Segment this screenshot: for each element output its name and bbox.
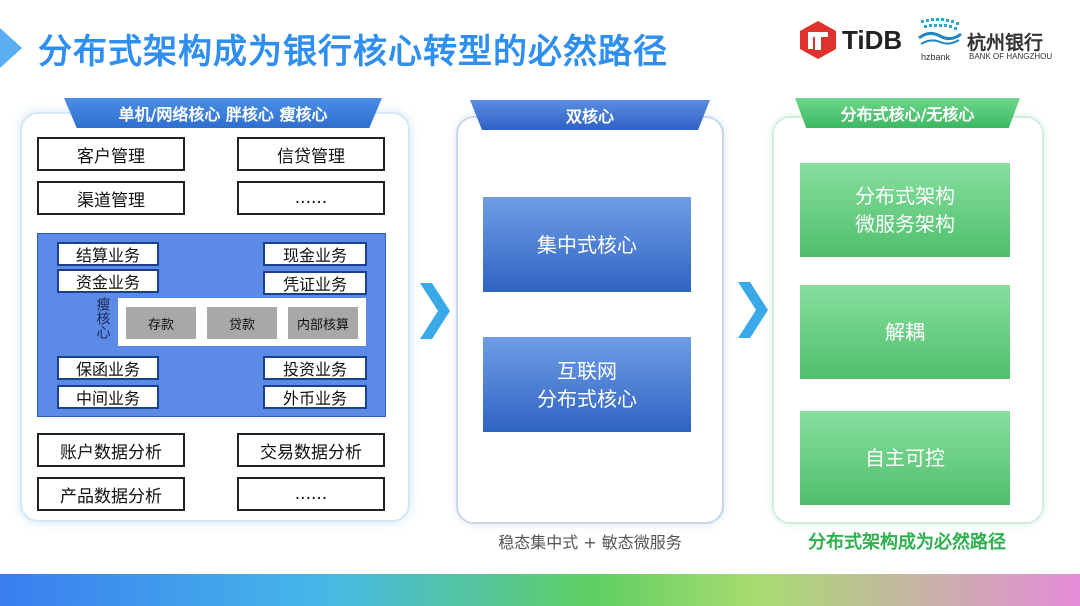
bottom-gradient-bar: [0, 574, 1080, 606]
chevron-right-icon: [738, 282, 768, 338]
distributed-architecture-box: 分布式架构 微服务架构: [800, 163, 1010, 257]
voucher-business-box: 凭证业务: [263, 271, 367, 295]
loan-box: 贷款: [207, 307, 277, 339]
single-core-header: 单机/网络核心 胖核心 瘦核心: [64, 98, 382, 128]
bank-english-name: BANK OF HANGZHOU: [969, 52, 1053, 61]
account-data-analysis-box: 账户数据分析: [37, 433, 185, 467]
hangzhou-bank-emblem-icon: [918, 18, 962, 45]
cash-business-box: 现金业务: [263, 242, 367, 266]
internal-accounting-box: 内部核算: [288, 307, 358, 339]
investment-business-box: 投资业务: [263, 356, 367, 380]
dual-core-header: 双核心: [470, 100, 710, 130]
thin-core-label-text: 瘦核心: [94, 297, 111, 339]
chevron-right-icon: [420, 283, 450, 339]
hangzhou-bank-logo: 杭州银行 hzbank BANK OF HANGZHOU: [915, 14, 1065, 66]
more-analysis-box: ......: [237, 477, 385, 511]
decoupling-box: 解耦: [800, 285, 1010, 379]
microservice-architecture-label: 微服务架构: [855, 212, 955, 236]
decoupling-label: 解耦: [885, 320, 925, 344]
tidb-logo-icon: [800, 21, 836, 59]
customer-management-box: 客户管理: [37, 137, 185, 171]
self-controllable-label: 自主可控: [865, 446, 945, 470]
bank-short-name: hzbank: [921, 52, 951, 62]
thin-core-label: 瘦核心: [92, 297, 112, 339]
settlement-business-box: 结算业务: [57, 242, 159, 266]
credit-management-box: 信贷管理: [237, 137, 385, 171]
guarantee-business-box: 保函业务: [57, 356, 159, 380]
dual-core-caption: 稳态集中式 + 敏态微服务: [498, 533, 682, 552]
distributed-path-caption: 分布式架构成为必然路径: [808, 532, 1006, 553]
page-title: 分布式架构成为银行核心转型的必然路径: [38, 32, 668, 72]
intermediary-business-box: 中间业务: [57, 385, 159, 409]
dual-core-panel: [456, 116, 724, 524]
more-modules-box: ......: [237, 181, 385, 215]
distributed-core-label: 分布式核心: [537, 386, 637, 411]
tidb-logo: TiDB: [800, 20, 902, 60]
channel-management-box: 渠道管理: [37, 181, 185, 215]
bank-name: 杭州银行: [967, 32, 1044, 54]
centralized-core-box: 集中式核心: [483, 197, 691, 292]
internet-distributed-core-box: 互联网 分布式核心: [483, 337, 691, 432]
deposit-box: 存款: [126, 307, 196, 339]
transaction-data-analysis-box: 交易数据分析: [237, 433, 385, 467]
self-controllable-box: 自主可控: [800, 411, 1010, 505]
centralized-core-label: 集中式核心: [537, 232, 637, 257]
internet-label: 互联网: [557, 358, 617, 383]
foreign-currency-business-box: 外币业务: [263, 385, 367, 409]
distributed-architecture-label: 分布式架构: [855, 184, 955, 208]
title-chevron-icon: [0, 28, 22, 68]
distributed-core-header: 分布式核心/无核心: [795, 98, 1020, 128]
product-data-analysis-box: 产品数据分析: [37, 477, 185, 511]
tidb-logo-text: TiDB: [842, 24, 903, 55]
fund-business-box: 资金业务: [57, 269, 159, 293]
